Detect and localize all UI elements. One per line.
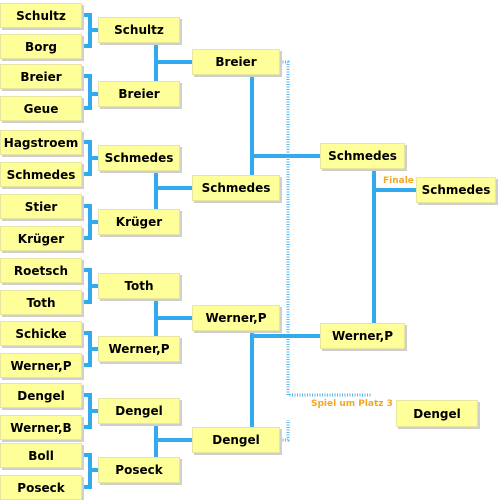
r1-match-3: Breier (0, 64, 82, 89)
qf-match-1: Breier (192, 49, 280, 75)
r2-match-7: Dengel (98, 398, 180, 424)
qf-match-3: Werner,P (192, 305, 280, 331)
third-place-label: Spiel um Platz 3 (311, 399, 393, 409)
r1-match-13: Dengel (0, 383, 82, 408)
qf-match-2: Schmedes (192, 175, 280, 201)
r1-match-16: Poseck (0, 475, 82, 500)
r1-match-4: Geue (0, 96, 82, 121)
r1-match-15: Boll (0, 443, 82, 468)
r1-match-2: Borg (0, 34, 82, 59)
r1-match-7: Stier (0, 194, 82, 219)
qf-match-4: Dengel (192, 427, 280, 453)
r1-match-6: Schmedes (0, 162, 82, 187)
r1-match-1: Schultz (0, 3, 82, 28)
r2-match-4: Krüger (98, 209, 180, 235)
r1-match-5: Hagstroem (0, 130, 82, 155)
third-place-winner: Dengel (396, 400, 478, 427)
final-label: Finale (383, 176, 414, 186)
r1-match-12: Werner,P (0, 353, 82, 378)
sf-match-1: Schmedes (320, 143, 405, 169)
r1-match-11: Schicke (0, 321, 82, 346)
r1-match-9: Roetsch (0, 258, 82, 283)
r2-match-8: Poseck (98, 457, 180, 483)
r2-match-1: Schultz (98, 17, 180, 43)
r1-match-14: Werner,B (0, 415, 82, 440)
r2-match-3: Schmedes (98, 145, 180, 171)
r2-match-5: Toth (98, 273, 180, 299)
final-winner: Schmedes (416, 177, 496, 203)
r2-match-6: Werner,P (98, 336, 180, 362)
r1-match-8: Krüger (0, 226, 82, 251)
r1-match-10: Toth (0, 290, 82, 315)
sf-match-2: Werner,P (320, 323, 405, 349)
r2-match-2: Breier (98, 81, 180, 107)
